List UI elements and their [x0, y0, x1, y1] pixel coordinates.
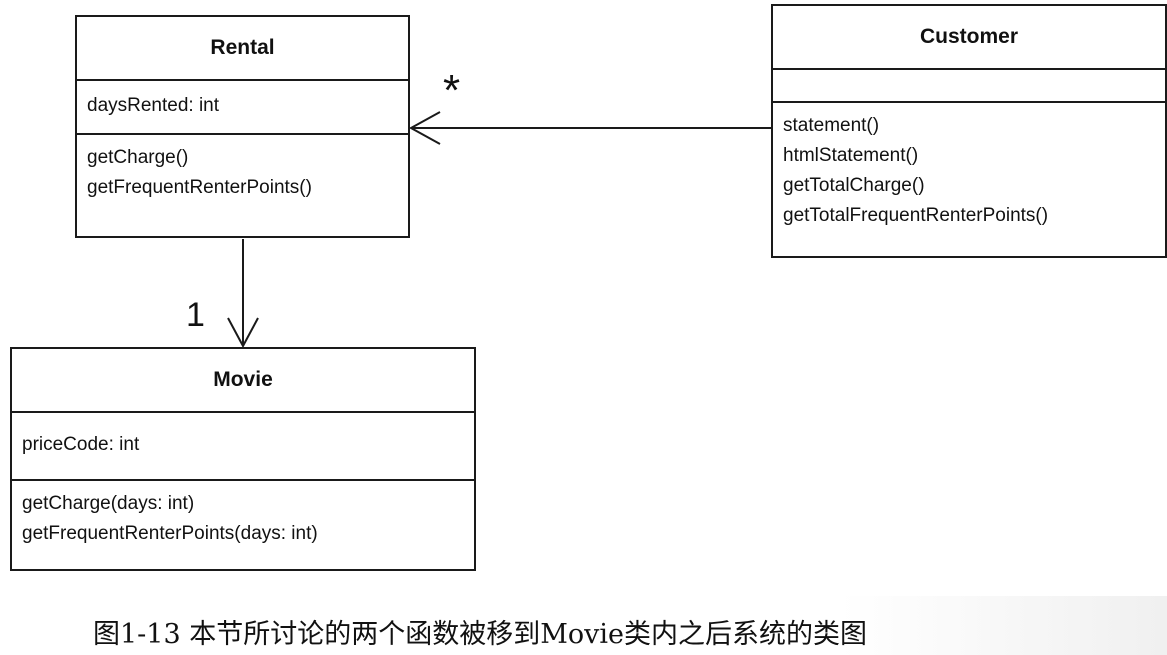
figure-caption-band: 图1-13 本节所讨论的两个函数被移到Movie类内之后系统的类图	[0, 596, 1167, 655]
rental-attribute: daysRented: int	[87, 95, 220, 116]
movie-operation: getCharge(days: int)	[22, 493, 195, 514]
rental-class-box: Rental daysRented: int getCharge() getFr…	[75, 15, 410, 238]
movie-operation: getFrequentRenterPoints(days: int)	[22, 523, 318, 544]
rental-class-name: Rental	[77, 17, 408, 81]
customer-operations: statement() htmlStatement() getTotalChar…	[773, 103, 1165, 239]
customer-operation: statement()	[783, 115, 880, 136]
customer-operation: getTotalFrequentRenterPoints()	[783, 205, 1049, 226]
customer-operation: getTotalCharge()	[783, 175, 925, 196]
customer-class-name: Customer	[773, 6, 1165, 70]
movie-attributes: priceCode: int	[12, 413, 474, 481]
customer-attributes	[773, 70, 1165, 103]
multiplicity-many-label: *	[443, 66, 461, 115]
movie-operations: getCharge(days: int) getFrequentRenterPo…	[12, 481, 474, 557]
customer-operation: htmlStatement()	[783, 145, 919, 166]
movie-class-name: Movie	[12, 349, 474, 413]
rental-operation: getCharge()	[87, 147, 189, 168]
customer-rental-arrowhead	[408, 111, 441, 145]
movie-class-box: Movie priceCode: int getCharge(days: int…	[10, 347, 476, 571]
customer-class-box: Customer statement() htmlStatement() get…	[771, 4, 1167, 258]
rental-attributes: daysRented: int	[77, 81, 408, 135]
rental-movie-arrowhead	[227, 317, 259, 349]
figure-caption: 图1-13 本节所讨论的两个函数被移到Movie类内之后系统的类图	[93, 619, 868, 650]
movie-attribute: priceCode: int	[22, 434, 140, 455]
multiplicity-one-label: 1	[186, 296, 205, 334]
rental-operations: getCharge() getFrequentRenterPoints()	[77, 135, 408, 211]
rental-operation: getFrequentRenterPoints()	[87, 177, 312, 198]
